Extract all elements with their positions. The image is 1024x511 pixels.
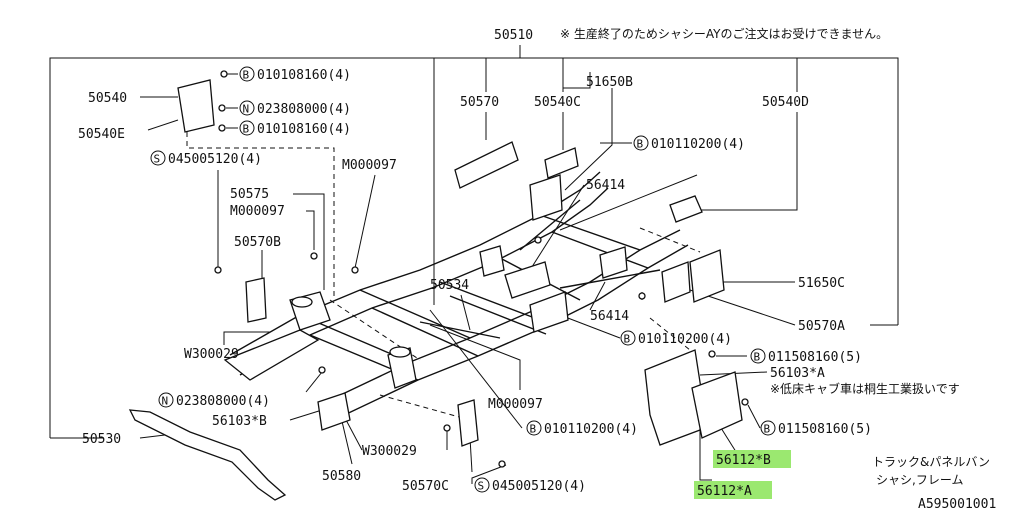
label-50570B: 50570B — [234, 235, 281, 250]
highlight-56112B — [713, 450, 791, 468]
fastener-code: 010110200(4) — [544, 422, 638, 437]
fastener-code: 023808000(4) — [257, 102, 351, 117]
label-56414-upper: 56414 — [586, 178, 625, 193]
fastener-n-023808000-top: N 023808000(4) — [239, 100, 351, 117]
label-w300029-left: W300029 — [184, 347, 239, 362]
label-56112B[interactable]: 56112*B — [716, 453, 771, 468]
part-labels: 50510 ※ 生産終了のためシャシーAYのご注文はお受けできません。 5054… — [78, 26, 996, 511]
diagram-id: A595001001 — [918, 497, 996, 511]
label-50530: 50530 — [82, 432, 121, 447]
fastener-s-045005120-left: S 045005120(4) — [150, 150, 262, 167]
fastener-b-010110200-mid-right: B 010110200(4) — [620, 330, 732, 347]
fastener-letter: N — [243, 103, 250, 116]
label-50570C: 50570C — [402, 479, 449, 494]
label-50540E: 50540E — [78, 127, 125, 142]
label-56414-lower: 56414 — [590, 309, 629, 324]
fastener-letter: B — [243, 123, 250, 136]
fastener-letter: B — [243, 69, 250, 82]
fastener-letter: B — [754, 351, 761, 364]
label-50570: 50570 — [460, 95, 499, 110]
fastener-b-011508160-upper: B 011508160(5) — [750, 348, 862, 365]
fastener-code: 011508160(5) — [768, 350, 862, 365]
fastener-letter: S — [154, 153, 161, 166]
note-discontinued: ※ 生産終了のためシャシーAYのご注文はお受けできません。 — [560, 26, 888, 41]
label-50570A: 50570A — [798, 319, 845, 334]
fastener-letter: B — [764, 423, 771, 436]
leader-lines — [49, 45, 899, 484]
label-m000097-bottom: M000097 — [488, 397, 543, 412]
fastener-code: 010108160(4) — [257, 68, 351, 83]
label-50540D: 50540D — [762, 95, 809, 110]
label-50540: 50540 — [88, 91, 127, 106]
label-w300029-lower: W300029 — [362, 444, 417, 459]
label-56112A[interactable]: 56112*A — [697, 484, 752, 499]
fastener-b-010108160-top: B 010108160(4) — [239, 66, 351, 83]
fastener-b-010110200-upper-right: B 010110200(4) — [633, 135, 745, 152]
fastener-code: 045005120(4) — [492, 479, 586, 494]
fastener-letter: B — [624, 333, 631, 346]
label-50580: 50580 — [322, 469, 361, 484]
fastener-code: 010110200(4) — [638, 332, 732, 347]
fastener-letter: B — [637, 138, 644, 151]
fastener-code: 011508160(5) — [778, 422, 872, 437]
fastener-code: 010110200(4) — [651, 137, 745, 152]
fastener-s-045005120-bottom: S 045005120(4) — [474, 477, 586, 494]
fastener-code: 023808000(4) — [176, 394, 270, 409]
note-lowfloor: ※低床キャブ車は桐生工業扱いです — [770, 381, 960, 396]
fastener-letter: B — [530, 423, 537, 436]
highlight-56112A — [694, 481, 772, 499]
label-51650B: 51650B — [586, 75, 633, 90]
title-chassis-frame: シャシ,フレーム — [876, 473, 963, 487]
label-50575: 50575 — [230, 187, 269, 202]
fastener-letter: S — [478, 480, 485, 493]
chassis-frame — [128, 70, 749, 501]
label-m000097-top: M000097 — [342, 158, 397, 173]
fastener-code: 045005120(4) — [168, 152, 262, 167]
label-50510: 50510 — [494, 28, 533, 43]
fastener-n-023808000-lower: N 023808000(4) — [158, 392, 270, 409]
label-m000097-left: M000097 — [230, 204, 285, 219]
fastener-b-011508160-lower: B 011508160(5) — [760, 420, 872, 437]
title-truck-panelvan: トラック&パネルバン — [872, 455, 990, 469]
label-50534: 50534 — [430, 278, 469, 293]
fastener-letter: N — [162, 395, 169, 408]
fastener-b-010110200-bottom: B 010110200(4) — [526, 420, 638, 437]
label-56103A: 56103*A — [770, 366, 825, 381]
fastener-b-010108160-mid: B 010108160(4) — [239, 120, 351, 137]
label-51650C: 51650C — [798, 276, 845, 291]
label-56103B: 56103*B — [212, 414, 267, 429]
label-50540C: 50540C — [534, 95, 581, 110]
fastener-labels: B 010108160(4) N 023808000(4) B 01010816… — [150, 66, 872, 494]
fastener-code: 010108160(4) — [257, 122, 351, 137]
